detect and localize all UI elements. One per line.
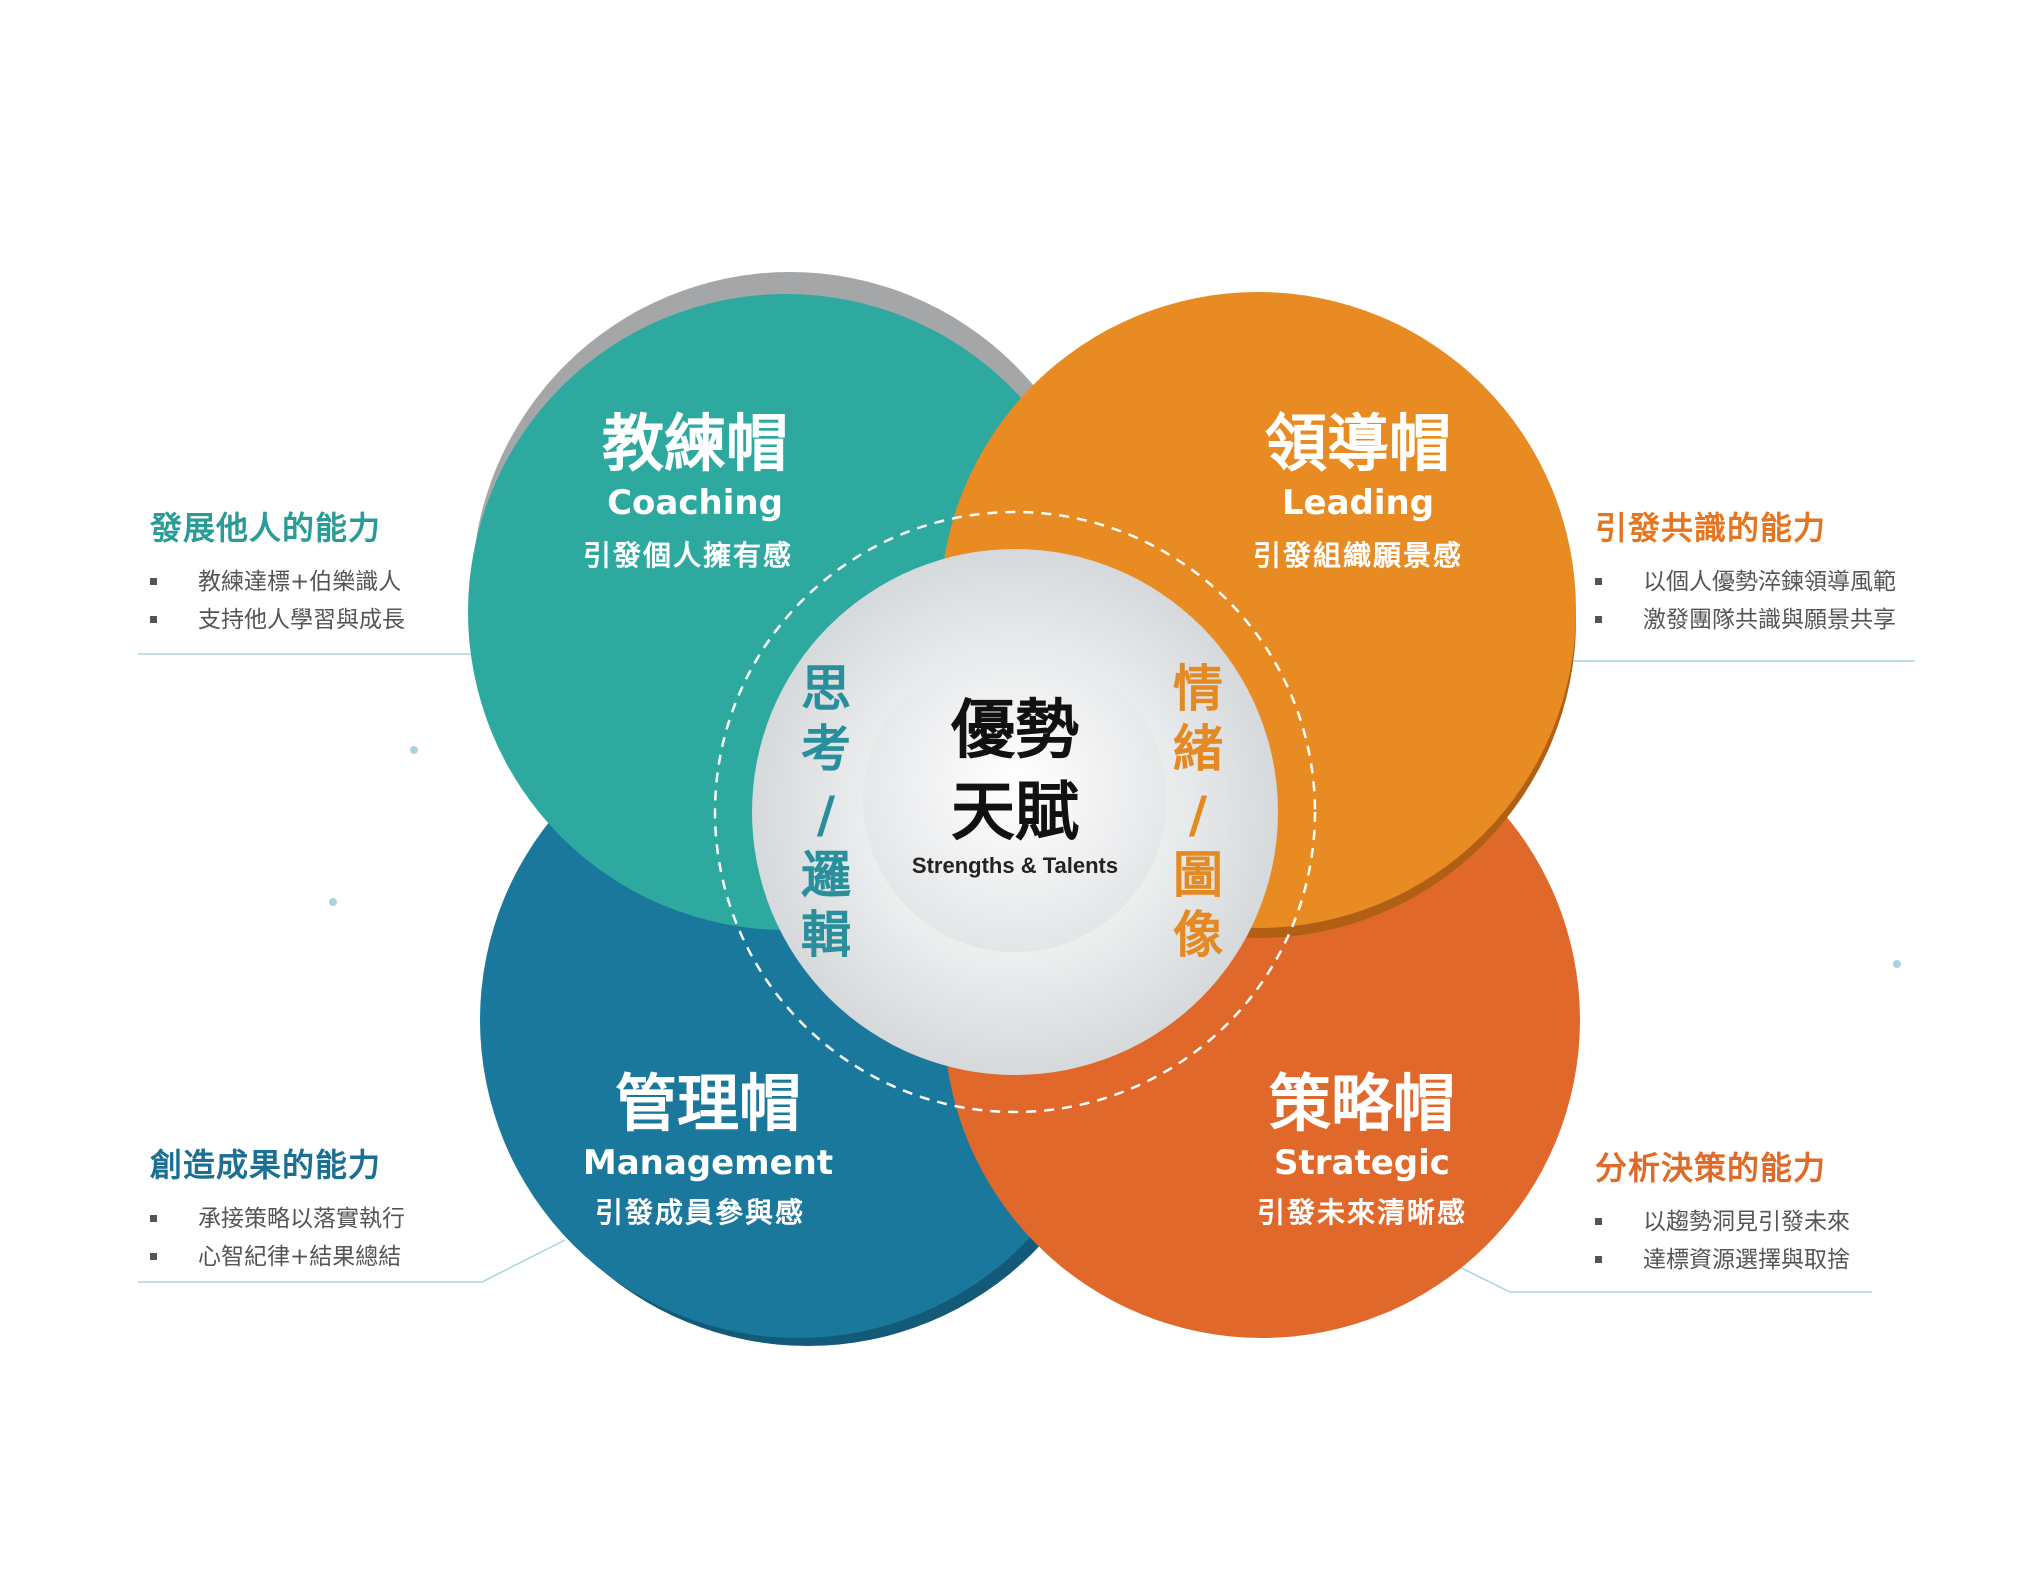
hat-label-strategic: 策略帽 Strategic 引發未來清晰感 (1257, 1067, 1467, 1229)
axis-left-char: 思 (801, 660, 851, 718)
ability-title: 分析決策的能力 (1595, 1149, 1827, 1187)
core-title-line2: 天賦 (951, 776, 1079, 850)
core-title-line1: 優勢 (950, 694, 1079, 768)
ability-block-strategic: 分析決策的能力 以趨勢洞見引發未來 達標資源選擇與取捨 (1595, 1143, 1935, 1279)
hat-tagline: 引發未來清晰感 (1257, 1196, 1467, 1229)
decorative-dots (329, 746, 1901, 968)
hat-tagline: 引發組織願景感 (1253, 539, 1463, 572)
hat-label-management: 管理帽 Management 引發成員參與感 (583, 1067, 833, 1229)
hat-name-cn: 策略帽 (1269, 1067, 1455, 1140)
hat-tagline: 引發個人擁有感 (583, 539, 793, 572)
hat-label-leading: 領導帽 Leading 引發組織願景感 (1253, 407, 1463, 572)
ability-title: 創造成果的能力 (150, 1146, 382, 1184)
ability-title: 引發共識的能力 (1595, 509, 1827, 547)
dot (410, 746, 418, 754)
ability-item-text: 達標資源選擇與取捨 (1643, 1247, 1850, 1273)
ability-block-leading: 引發共識的能力 以個人優勢淬鍊領導風範 激發團隊共識與願景共享 (1595, 503, 1935, 639)
hat-name-cn: 教練帽 (602, 407, 788, 480)
core-subtitle: Strengths & Talents (912, 853, 1118, 878)
hat-label-coaching: 教練帽 Coaching 引發個人擁有感 (583, 407, 793, 572)
bullet-icon (150, 616, 157, 623)
callout-line-management (138, 1239, 566, 1283)
hat-name-en: Leading (1282, 483, 1434, 523)
axis-right-char: 像 (1173, 906, 1223, 964)
axis-left-char: 考 (801, 720, 851, 778)
list-item: 承接策略以落實執行 (150, 1200, 490, 1238)
list-item: 支持他人學習與成長 (150, 601, 490, 639)
hat-name-en: Management (583, 1143, 833, 1183)
ability-title: 發展他人的能力 (150, 509, 382, 547)
ability-item-text: 激發團隊共識與願景共享 (1643, 607, 1896, 633)
axis-right-emotion-image: 情 緒 / 圖 像 (1173, 660, 1223, 964)
list-item: 心智紀律+結果總結 (150, 1238, 490, 1276)
bullet-icon (150, 578, 157, 585)
ability-block-coaching: 發展他人的能力 教練達標+伯樂識人 支持他人學習與成長 (150, 503, 490, 639)
bullet-icon (1595, 616, 1602, 623)
ability-block-management: 創造成果的能力 承接策略以落實執行 心智紀律+結果總結 (150, 1140, 490, 1276)
ability-list: 以趨勢洞見引發未來 達標資源選擇與取捨 (1595, 1203, 1935, 1279)
hat-name-cn: 領導帽 (1265, 407, 1451, 480)
dot (1893, 960, 1901, 968)
list-item: 以趨勢洞見引發未來 (1595, 1203, 1935, 1241)
axis-left-char: 輯 (801, 906, 851, 964)
axis-left-char: / (817, 786, 836, 844)
ability-list: 教練達標+伯樂識人 支持他人學習與成長 (150, 563, 490, 639)
list-item: 達標資源選擇與取捨 (1595, 1241, 1935, 1279)
axis-right-char: 圖 (1173, 846, 1223, 904)
ability-item-text: 心智紀律+結果總結 (198, 1244, 402, 1270)
bullet-icon (150, 1215, 157, 1222)
hat-name-en: Coaching (607, 483, 783, 523)
axis-right-char: 緒 (1173, 720, 1223, 778)
ability-item-text: 承接策略以落實執行 (198, 1206, 405, 1232)
hat-tagline: 引發成員參與感 (595, 1196, 805, 1229)
hat-name-cn: 管理帽 (615, 1067, 801, 1140)
axis-left-thinking-logic: 思 考 / 邏 輯 (801, 660, 851, 964)
ability-item-text: 以個人優勢淬鍊領導風範 (1643, 569, 1896, 595)
bullet-icon (1595, 1256, 1602, 1263)
ability-list: 以個人優勢淬鍊領導風範 激發團隊共識與願景共享 (1595, 563, 1935, 639)
list-item: 激發團隊共識與願景共享 (1595, 601, 1935, 639)
axis-left-char: 邏 (801, 846, 851, 904)
ability-list: 承接策略以落實執行 心智紀律+結果總結 (150, 1200, 490, 1276)
ability-item-text: 以趨勢洞見引發未來 (1643, 1209, 1850, 1235)
bullet-icon (1595, 1218, 1602, 1225)
bullet-icon (150, 1253, 157, 1260)
orbit-dashed-ring (713, 510, 1317, 1114)
axis-right-char: 情 (1173, 660, 1223, 718)
dot (329, 898, 337, 906)
ability-item-text: 支持他人學習與成長 (198, 607, 405, 633)
list-item: 以個人優勢淬鍊領導風範 (1595, 563, 1935, 601)
bullet-icon (1595, 578, 1602, 585)
axis-right-char: / (1189, 786, 1208, 844)
hat-name-en: Strategic (1274, 1143, 1450, 1183)
ability-item-text: 教練達標+伯樂識人 (198, 569, 402, 595)
list-item: 教練達標+伯樂識人 (150, 563, 490, 601)
core-inner-disc (863, 648, 1167, 952)
